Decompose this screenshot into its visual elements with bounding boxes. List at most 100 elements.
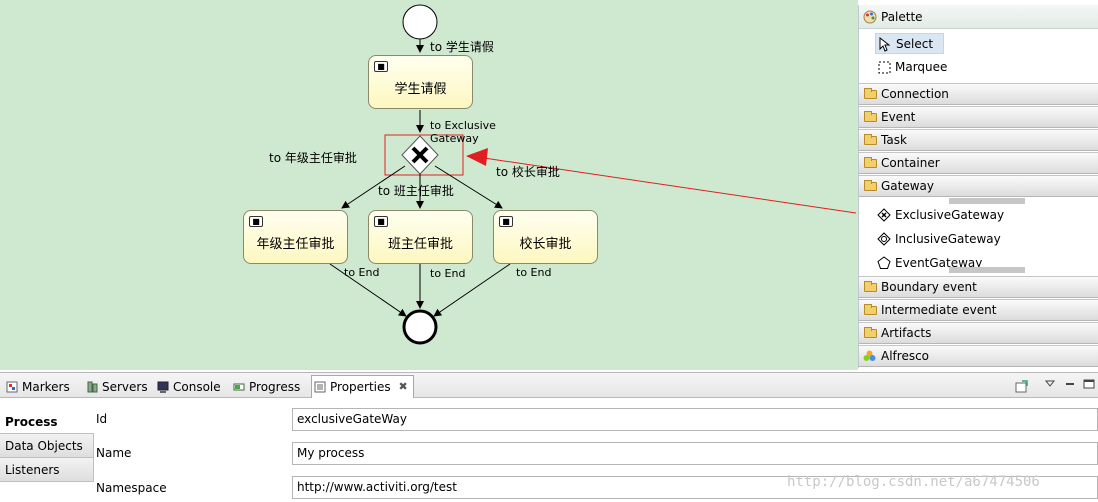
palette-header[interactable]: Palette bbox=[859, 5, 1098, 29]
name-field[interactable]: My process bbox=[292, 442, 1098, 465]
palette-icon bbox=[863, 10, 877, 24]
task-student-leave[interactable]: ■ 学生请假 bbox=[368, 55, 473, 109]
diagram-canvas[interactable]: ■ 学生请假 ■ 年级主任审批 ■ 班主任审批 ■ 校长审批 to 学生请假 t… bbox=[0, 0, 858, 370]
side-tab-listeners[interactable]: Listeners bbox=[0, 458, 94, 482]
console-icon bbox=[157, 381, 169, 393]
task-principal[interactable]: ■ 校长审批 bbox=[493, 210, 598, 264]
flow-grade-end[interactable] bbox=[329, 263, 407, 317]
user-task-icon: ■ bbox=[499, 216, 513, 227]
task-class-teacher[interactable]: ■ 班主任审批 bbox=[368, 210, 473, 264]
user-task-icon: ■ bbox=[249, 216, 263, 227]
watermark: http://blog.csdn.net/a67474506 bbox=[787, 474, 1040, 490]
exclusive-gateway-tool[interactable]: ExclusiveGateway bbox=[875, 204, 1004, 226]
folder-open-icon bbox=[864, 180, 877, 191]
gateway-item-label: ExclusiveGateway bbox=[895, 208, 1005, 222]
drawer-intermediate-event[interactable]: Intermediate event bbox=[859, 299, 1098, 321]
start-event[interactable] bbox=[402, 4, 438, 40]
gateway-item-label: InclusiveGateway bbox=[895, 232, 1001, 246]
annotation-arrow-head bbox=[466, 148, 488, 166]
tab-label: Properties bbox=[330, 380, 391, 394]
maximize-icon[interactable] bbox=[1082, 378, 1096, 390]
task-grade-director[interactable]: ■ 年级主任审批 bbox=[243, 210, 348, 264]
flow-label-grade-end: to End bbox=[344, 266, 380, 279]
flow-label-to-principal: to 校长审批 bbox=[496, 165, 560, 179]
scroll-up-button[interactable] bbox=[949, 198, 1025, 204]
namespace-field[interactable]: http://www.activiti.org/test bbox=[292, 476, 1098, 499]
drawer-boundary-event[interactable]: Boundary event bbox=[859, 276, 1098, 298]
namespace-label: Namespace bbox=[96, 481, 167, 495]
alfresco-icon bbox=[863, 350, 876, 361]
drawer-container[interactable]: Container bbox=[859, 152, 1098, 174]
drawer-label: Alfresco bbox=[881, 349, 930, 363]
marquee-tool[interactable]: Marquee bbox=[875, 57, 957, 78]
side-tab-process[interactable]: Process bbox=[0, 410, 94, 434]
drawer-connection[interactable]: Connection bbox=[859, 83, 1098, 105]
palette-panel: Palette Select Marquee Connection Event … bbox=[858, 5, 1098, 368]
task-label: 年级主任审批 bbox=[256, 237, 335, 252]
drawer-label: Intermediate event bbox=[881, 303, 997, 317]
folder-icon bbox=[864, 327, 877, 338]
close-icon[interactable]: ✖ bbox=[398, 380, 408, 393]
pin-view-icon[interactable] bbox=[1014, 379, 1030, 393]
name-label: Name bbox=[96, 446, 132, 460]
drawer-label: Boundary event bbox=[881, 280, 977, 294]
flow-label-to-grade: to 年级主任审批 bbox=[269, 151, 357, 165]
view-menu-icon[interactable] bbox=[1044, 379, 1056, 389]
flow-to-grade[interactable] bbox=[341, 165, 406, 209]
drawer-alfresco[interactable]: Alfresco bbox=[859, 345, 1098, 367]
side-tab-data-objects[interactable]: Data Objects bbox=[0, 434, 94, 458]
minimize-icon[interactable] bbox=[1064, 379, 1076, 389]
tab-servers[interactable]: Servers bbox=[84, 376, 148, 398]
tab-label: Servers bbox=[102, 380, 148, 394]
tab-label: Progress bbox=[249, 380, 301, 394]
flow-to-principal[interactable] bbox=[434, 165, 503, 209]
progress-icon bbox=[233, 383, 245, 391]
tab-properties[interactable]: Properties ✖ bbox=[311, 375, 414, 399]
gateway-highlight-box bbox=[384, 134, 464, 176]
end-event[interactable] bbox=[402, 309, 438, 345]
flow-label-to-gateway-2: Gateway bbox=[430, 132, 479, 145]
select-tool[interactable]: Select bbox=[875, 33, 945, 54]
event-gateway-tool[interactable]: EventGateway bbox=[875, 252, 982, 274]
id-field[interactable]: exclusiveGateWay bbox=[292, 408, 1098, 431]
task-label: 学生请假 bbox=[394, 82, 447, 97]
inclusive-gateway-icon bbox=[877, 232, 891, 246]
tab-label: Markers bbox=[22, 380, 70, 394]
drawer-label: Connection bbox=[881, 87, 949, 101]
event-gateway-icon bbox=[877, 256, 891, 269]
drawer-label: Task bbox=[881, 133, 907, 147]
flow-label-class-end: to End bbox=[430, 267, 466, 280]
drawer-event[interactable]: Event bbox=[859, 106, 1098, 128]
drawer-gateway[interactable]: Gateway bbox=[859, 175, 1098, 197]
drawer-task[interactable]: Task bbox=[859, 129, 1098, 151]
flow-label-to-leave: to 学生请假 bbox=[430, 40, 494, 54]
diagram-connections bbox=[329, 4, 857, 345]
arrow-cursor-icon bbox=[879, 37, 891, 52]
tab-markers[interactable]: Markers bbox=[4, 376, 70, 398]
drawer-label: Event bbox=[881, 110, 916, 124]
tab-console[interactable]: Console bbox=[155, 376, 221, 398]
gateway-item-label: EventGateway bbox=[895, 256, 983, 270]
tab-progress[interactable]: Progress bbox=[231, 376, 300, 398]
tab-label: Console bbox=[173, 380, 221, 394]
properties-view: Process Data Objects Listeners Id exclus… bbox=[0, 398, 1098, 502]
marquee-tool-label: Marquee bbox=[895, 60, 948, 74]
task-label: 班主任审批 bbox=[387, 237, 453, 252]
flow-label-to-class: to 班主任审批 bbox=[378, 184, 454, 198]
drawer-label: Container bbox=[881, 156, 940, 170]
folder-icon bbox=[864, 281, 877, 292]
properties-icon bbox=[314, 381, 326, 393]
markers-icon bbox=[6, 381, 18, 393]
id-label: Id bbox=[96, 412, 108, 426]
flow-principal-end[interactable] bbox=[433, 263, 511, 317]
scroll-down-button[interactable] bbox=[949, 267, 1025, 273]
folder-icon bbox=[864, 134, 877, 145]
folder-icon bbox=[864, 157, 877, 168]
folder-icon bbox=[864, 304, 877, 315]
user-task-icon: ■ bbox=[374, 61, 388, 72]
inclusive-gateway-tool[interactable]: InclusiveGateway bbox=[875, 228, 1001, 250]
view-tab-bar: Markers Servers Console Progress Propert… bbox=[0, 372, 1098, 399]
marquee-icon bbox=[878, 61, 891, 74]
drawer-artifacts[interactable]: Artifacts bbox=[859, 322, 1098, 344]
drawer-label: Artifacts bbox=[881, 326, 932, 340]
